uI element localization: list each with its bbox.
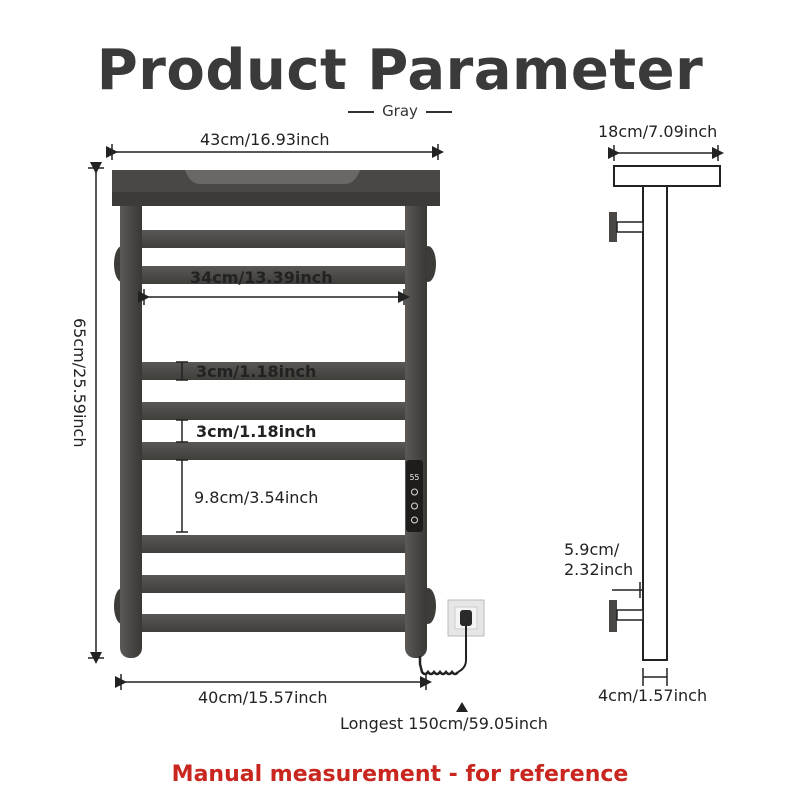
bar-1 xyxy=(142,230,405,248)
shelf-front xyxy=(112,192,440,206)
bar-6 xyxy=(142,535,405,553)
label-inner-width: 34cm/13.39inch xyxy=(190,268,333,287)
temperature-icon[interactable] xyxy=(411,502,418,510)
cable-pointer-icon xyxy=(456,702,468,712)
shelf-recess xyxy=(185,170,360,184)
label-bar-gap: 9.8cm/3.54inch xyxy=(194,488,319,507)
bar-7 xyxy=(142,575,405,593)
bar-4 xyxy=(142,402,405,420)
bar-3 xyxy=(142,362,405,380)
label-bar-height-1: 3cm/1.18inch xyxy=(196,362,317,381)
label-bar-height-2: 3cm/1.18inch xyxy=(196,422,317,441)
left-post xyxy=(120,196,142,658)
bar-5 xyxy=(142,442,405,460)
bar-2 xyxy=(142,266,405,284)
power-icon[interactable] xyxy=(411,516,418,524)
coiled-cable xyxy=(418,656,459,676)
plug xyxy=(460,610,472,626)
label-cable-length: Longest 150cm/59.05inch xyxy=(340,714,548,733)
label-post-width: 4cm/1.57inch xyxy=(598,686,708,705)
label-overall-width: 43cm/16.93inch xyxy=(200,130,330,149)
footer-note: Manual measurement - for reference xyxy=(171,762,629,787)
timer-icon[interactable] xyxy=(411,488,418,496)
control-panel xyxy=(406,460,423,532)
towel-rail-side xyxy=(609,165,721,661)
color-label: Gray xyxy=(0,102,800,120)
dimension-lines xyxy=(88,144,444,690)
right-post xyxy=(405,196,427,658)
side-shelf xyxy=(613,165,721,187)
side-arm-upper xyxy=(616,221,644,233)
side-arm-lower xyxy=(616,609,644,621)
label-wall-offset-a: 5.9cm/ xyxy=(564,540,620,559)
side-post xyxy=(642,185,668,661)
label-height: 65cm/25.59inch xyxy=(70,318,89,448)
side-mount-upper xyxy=(609,212,617,242)
color-label-text: Gray xyxy=(382,102,418,120)
label-bottom-width: 40cm/15.57inch xyxy=(198,688,328,707)
page-title: Product Parameter xyxy=(96,38,704,103)
towel-rail-front: 55 xyxy=(112,170,485,676)
cable xyxy=(457,626,467,673)
side-dimension-lines xyxy=(608,145,724,686)
bar-8 xyxy=(142,614,405,632)
label-wall-offset-b: 2.32inch xyxy=(564,560,634,579)
label-side-depth: 18cm/7.09inch xyxy=(598,122,718,141)
side-mount-lower xyxy=(609,600,617,632)
temperature-display: 55 xyxy=(410,473,420,482)
